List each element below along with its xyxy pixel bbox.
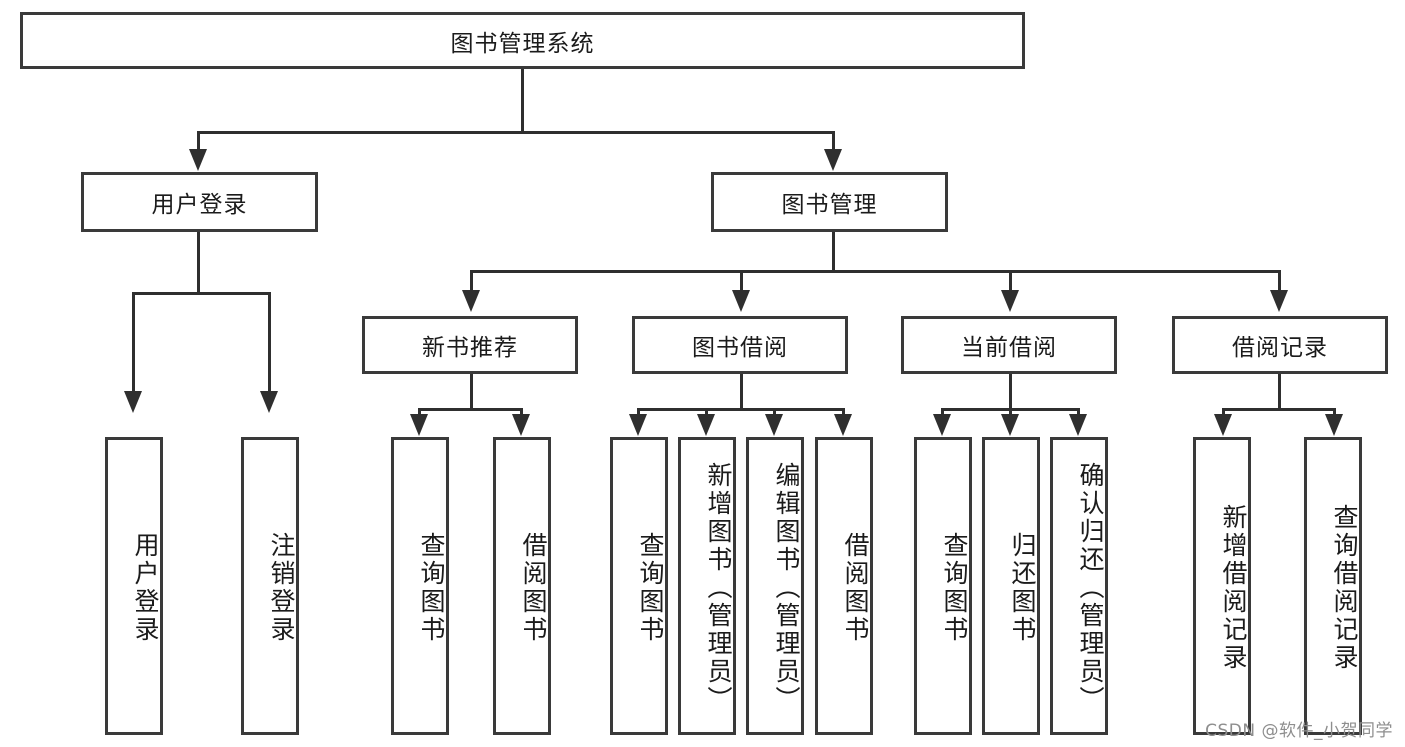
connector-current-borrow-stem: [1009, 374, 1012, 410]
leaf-query-borrow-record[interactable]: 查询借阅记录: [1304, 437, 1362, 735]
node-user-login[interactable]: 用户登录: [81, 172, 318, 232]
connector-new-book-drop-2: [520, 408, 523, 416]
connector-current-borrow-drop-1: [941, 408, 944, 416]
node-new-book-recommend[interactable]: 新书推荐: [362, 316, 578, 374]
leaf-confirm-return-admin[interactable]: 确认归还（管理员）: [1050, 437, 1108, 735]
leaf-query-book-new[interactable]: 查询图书: [391, 437, 449, 735]
leaf-edit-book-admin[interactable]: 编辑图书（管理员）: [746, 437, 804, 735]
connector-book-borrow-drop-4: [842, 408, 845, 416]
arrow-to-leaf-query-book-3: [933, 414, 951, 436]
arrow-to-leaf-query-book-1: [410, 414, 428, 436]
connector-new-book-stem: [470, 374, 473, 410]
connector-new-book-drop-1: [418, 408, 421, 416]
connector-level2-drop-3: [1009, 270, 1012, 292]
arrow-to-leaf-query-book-2: [629, 414, 647, 436]
arrow-to-leaf-edit-book: [765, 414, 783, 436]
connector-new-book-bus: [418, 408, 523, 411]
arrow-to-borrow-record: [1270, 290, 1288, 312]
leaf-borrow-book-borrow[interactable]: 借阅图书: [815, 437, 873, 735]
connector-level2-drop-2: [740, 270, 743, 292]
arrow-to-leaf-borrow-book-1: [512, 414, 530, 436]
arrow-to-book-management: [824, 149, 842, 171]
leaf-add-book-admin[interactable]: 新增图书（管理员）: [678, 437, 736, 735]
arrow-to-leaf-logout: [260, 391, 278, 413]
connector-level1-bus: [197, 131, 835, 134]
node-current-borrow[interactable]: 当前借阅: [901, 316, 1117, 374]
connector-user-login-drop-2: [268, 292, 271, 393]
connector-book-borrow-drop-2: [705, 408, 708, 416]
leaf-query-book-current[interactable]: 查询图书: [914, 437, 972, 735]
connector-user-login-bus: [132, 292, 271, 295]
leaf-return-book[interactable]: 归还图书: [982, 437, 1040, 735]
connector-book-borrow-drop-1: [637, 408, 640, 416]
connector-borrow-record-stem: [1278, 374, 1281, 410]
arrow-to-book-borrow: [732, 290, 750, 312]
connector-current-borrow-drop-2: [1009, 408, 1012, 416]
connector-level1-drop-right: [832, 131, 835, 151]
node-book-borrow[interactable]: 图书借阅: [632, 316, 848, 374]
node-borrow-record[interactable]: 借阅记录: [1172, 316, 1388, 374]
connector-book-borrow-stem: [740, 374, 743, 410]
connector-borrow-record-drop-1: [1222, 408, 1225, 416]
connector-borrow-record-drop-2: [1333, 408, 1336, 416]
arrow-to-leaf-add-book: [697, 414, 715, 436]
node-root-system[interactable]: 图书管理系统: [20, 12, 1025, 69]
connector-user-login-drop-1: [132, 292, 135, 393]
connector-root-stem: [521, 68, 524, 132]
connector-level2-drop-4: [1278, 270, 1281, 292]
csdn-watermark: CSDN @软件_小贺同学: [1205, 721, 1393, 741]
connector-level1-drop-left: [197, 131, 200, 151]
arrow-to-new-book-recommend: [462, 290, 480, 312]
leaf-add-borrow-record[interactable]: 新增借阅记录: [1193, 437, 1251, 735]
connector-current-borrow-drop-3: [1077, 408, 1080, 416]
arrow-to-leaf-borrow-book-2: [834, 414, 852, 436]
connector-book-borrow-drop-3: [773, 408, 776, 416]
arrow-to-user-login: [189, 149, 207, 171]
connector-borrow-record-bus: [1222, 408, 1336, 411]
node-book-management[interactable]: 图书管理: [711, 172, 948, 232]
leaf-logout-login[interactable]: 注销登录: [241, 437, 299, 735]
connector-level2-bus: [470, 270, 1281, 273]
leaf-user-login[interactable]: 用户登录: [105, 437, 163, 735]
arrow-to-leaf-confirm-return: [1069, 414, 1087, 436]
arrow-to-leaf-return-book: [1001, 414, 1019, 436]
connector-user-login-stem: [197, 232, 200, 294]
connector-level2-drop-1: [470, 270, 473, 292]
leaf-borrow-book-new[interactable]: 借阅图书: [493, 437, 551, 735]
arrow-to-leaf-query-record: [1325, 414, 1343, 436]
leaf-query-book-borrow[interactable]: 查询图书: [610, 437, 668, 735]
connector-book-management-stem: [832, 232, 835, 272]
arrow-to-current-borrow: [1001, 290, 1019, 312]
connector-book-borrow-bus: [637, 408, 845, 411]
arrow-to-leaf-user-login: [124, 391, 142, 413]
arrow-to-leaf-add-record: [1214, 414, 1232, 436]
